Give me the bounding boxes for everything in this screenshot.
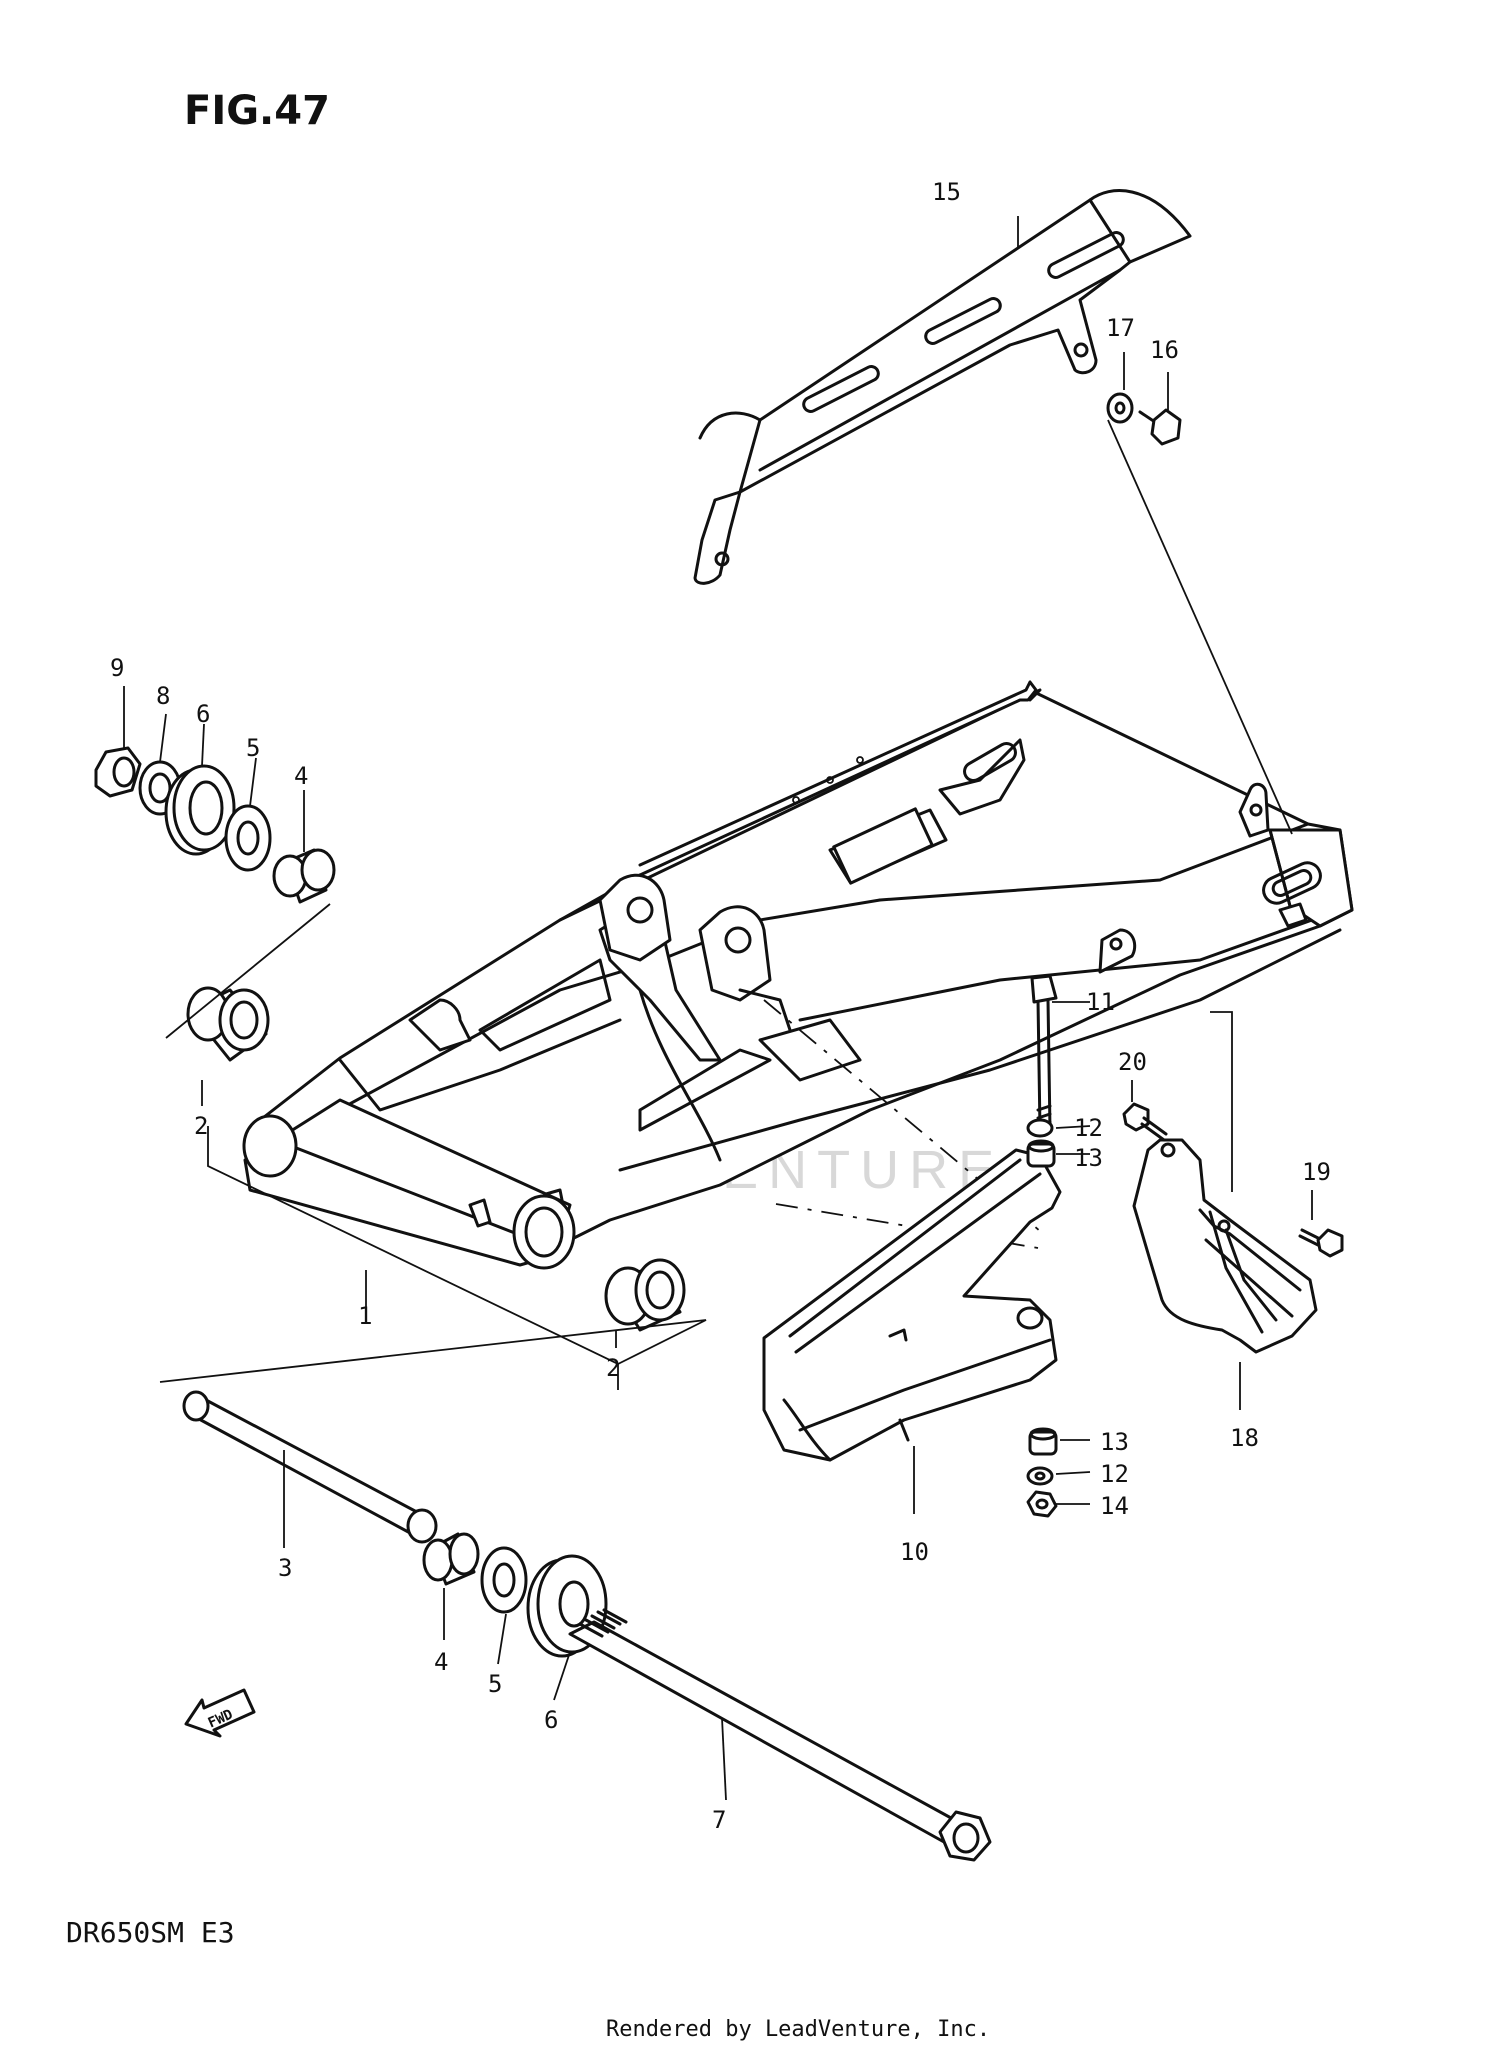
pivot-nut [94, 746, 142, 798]
guide-bracket [1210, 1011, 1233, 1192]
chain-cover [693, 189, 1192, 585]
model-code: DR650SM E3 [66, 1916, 235, 1949]
chain-buffer [762, 1148, 1062, 1462]
callout-9: 9 [110, 654, 124, 682]
callout-16: 16 [1150, 336, 1179, 364]
guide-bolt [1298, 1228, 1344, 1258]
buffer-bolt [1030, 974, 1058, 1132]
render-credit: Rendered by LeadVenture, Inc. [606, 2017, 990, 2042]
callout-8: 8 [156, 682, 170, 710]
callout-7: 7 [712, 1806, 726, 1834]
callout-12b: 12 [1100, 1460, 1129, 1488]
callout-4a: 4 [294, 762, 308, 790]
callout-10: 10 [900, 1538, 929, 1566]
guide-bolt-upper [1122, 1102, 1168, 1142]
callout-15: 15 [932, 178, 961, 206]
callout-18: 18 [1230, 1424, 1259, 1452]
dust-cover-upper [164, 764, 236, 856]
callout-4b: 4 [434, 1648, 448, 1676]
callout-3: 3 [278, 1554, 292, 1582]
callout-13b: 13 [1100, 1428, 1129, 1456]
washer-upper [224, 804, 272, 872]
cover-bolt [1138, 408, 1182, 446]
pivot-shaft [568, 1608, 992, 1862]
spacer-upper [1026, 1139, 1056, 1168]
spacer-lower [1028, 1427, 1058, 1456]
callout-2b: 2 [606, 1354, 620, 1382]
callout-5a: 5 [246, 734, 260, 762]
callout-13a: 13 [1074, 1144, 1103, 1172]
callout-19: 19 [1302, 1158, 1331, 1186]
chain-guide [1132, 1138, 1318, 1354]
needle-bearing-right [604, 1258, 686, 1332]
callout-labels: 15 17 16 9 8 6 5 4 11 20 12 13 19 2 1 2 … [110, 178, 1331, 1834]
bush-upper [272, 848, 336, 904]
nut [1026, 1490, 1058, 1518]
callout-6b: 6 [544, 1706, 558, 1734]
swingarm [242, 680, 1354, 1270]
callout-11: 11 [1086, 988, 1115, 1016]
callout-5b: 5 [488, 1670, 502, 1698]
callout-17: 17 [1106, 314, 1135, 342]
spacer-pipe [182, 1390, 438, 1544]
washer-upper-small [1026, 1118, 1054, 1138]
bush-lower [422, 1532, 480, 1586]
callout-1: 1 [358, 1302, 372, 1330]
cover-washer [1106, 392, 1134, 424]
callout-14: 14 [1100, 1492, 1129, 1520]
callout-20: 20 [1118, 1048, 1147, 1076]
washer-lower-small [1026, 1466, 1054, 1486]
fwd-arrow: FWD [184, 1688, 256, 1738]
callout-12a: 12 [1074, 1114, 1103, 1142]
needle-bearing-left [186, 986, 270, 1062]
leader-lines [123, 216, 1313, 1801]
washer-lower [480, 1546, 528, 1614]
callout-2a: 2 [194, 1112, 208, 1140]
callout-6a: 6 [196, 700, 210, 728]
group-bracket [159, 903, 707, 1390]
figure-title: FIG.47 [184, 88, 330, 134]
